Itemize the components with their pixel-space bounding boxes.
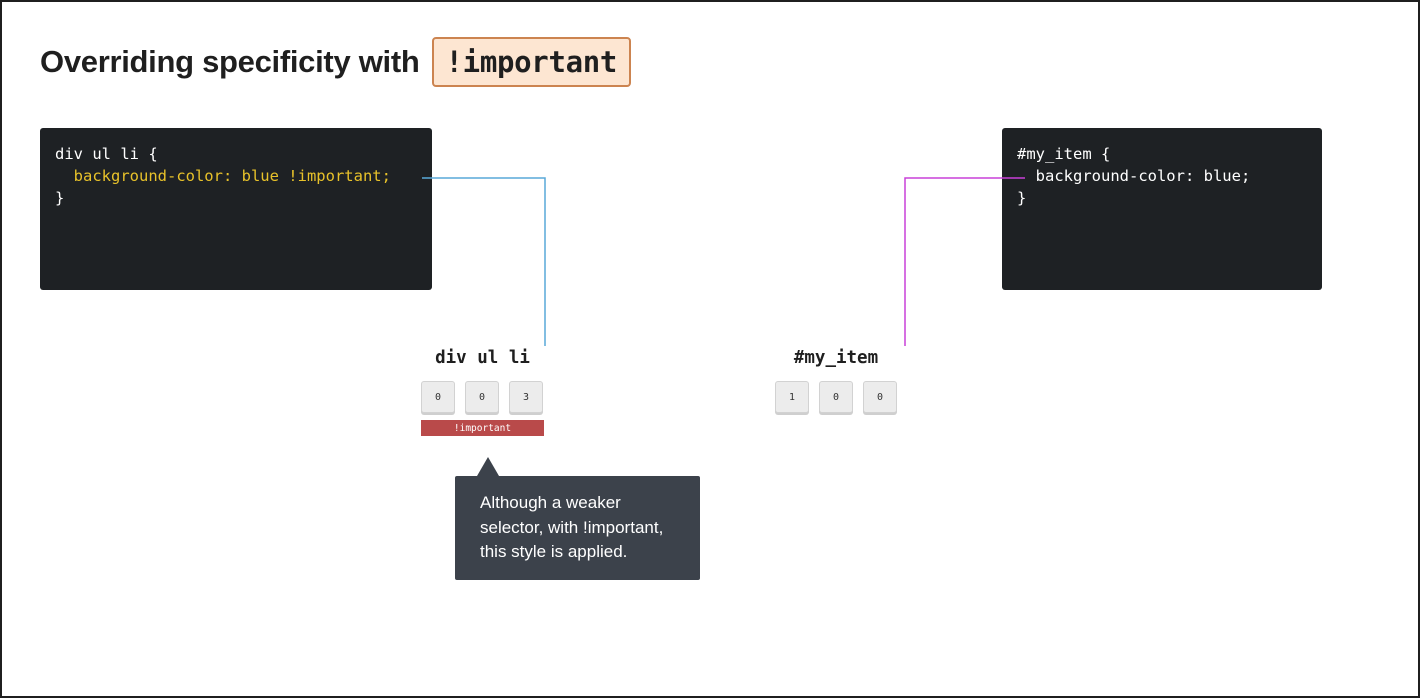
title-text: Overriding specificity with <box>40 44 420 79</box>
code-line: div ul li { <box>55 145 158 163</box>
important-flag-bar: !important <box>421 420 544 436</box>
specificity-type-count: 3 <box>509 381 543 413</box>
title-important-badge: !important <box>431 37 632 87</box>
right-connector-line <box>904 177 1025 346</box>
code-line: } <box>55 189 65 207</box>
code-line: #my_item { <box>1017 145 1111 163</box>
explanation-tooltip: Although a weaker selector, with !import… <box>455 476 700 580</box>
tooltip-line: this style is applied. <box>480 542 628 561</box>
left-connector-line <box>422 177 546 346</box>
specificity-id-count: 1 <box>775 381 809 413</box>
right-code-panel: #my_item { background-color: blue; } <box>1002 128 1322 290</box>
tooltip-line: Although a weaker <box>480 493 621 512</box>
specificity-class-count: 0 <box>465 381 499 413</box>
tooltip-arrow <box>477 457 499 476</box>
code-line: } <box>1017 189 1027 207</box>
right-selector-label: #my_item <box>793 348 879 368</box>
tooltip-line: selector, with !important, <box>480 517 664 537</box>
code-line-highlighted: background-color: blue !important; <box>55 167 391 185</box>
left-selector-label: div ul li <box>435 348 530 368</box>
specificity-id-count: 0 <box>421 381 455 413</box>
specificity-type-count: 0 <box>863 381 897 413</box>
page-title: Overriding specificity with !important <box>40 36 632 88</box>
left-code-panel: div ul li { background-color: blue !impo… <box>40 128 432 290</box>
specificity-class-count: 0 <box>819 381 853 413</box>
code-line: background-color: blue; <box>1017 167 1251 185</box>
